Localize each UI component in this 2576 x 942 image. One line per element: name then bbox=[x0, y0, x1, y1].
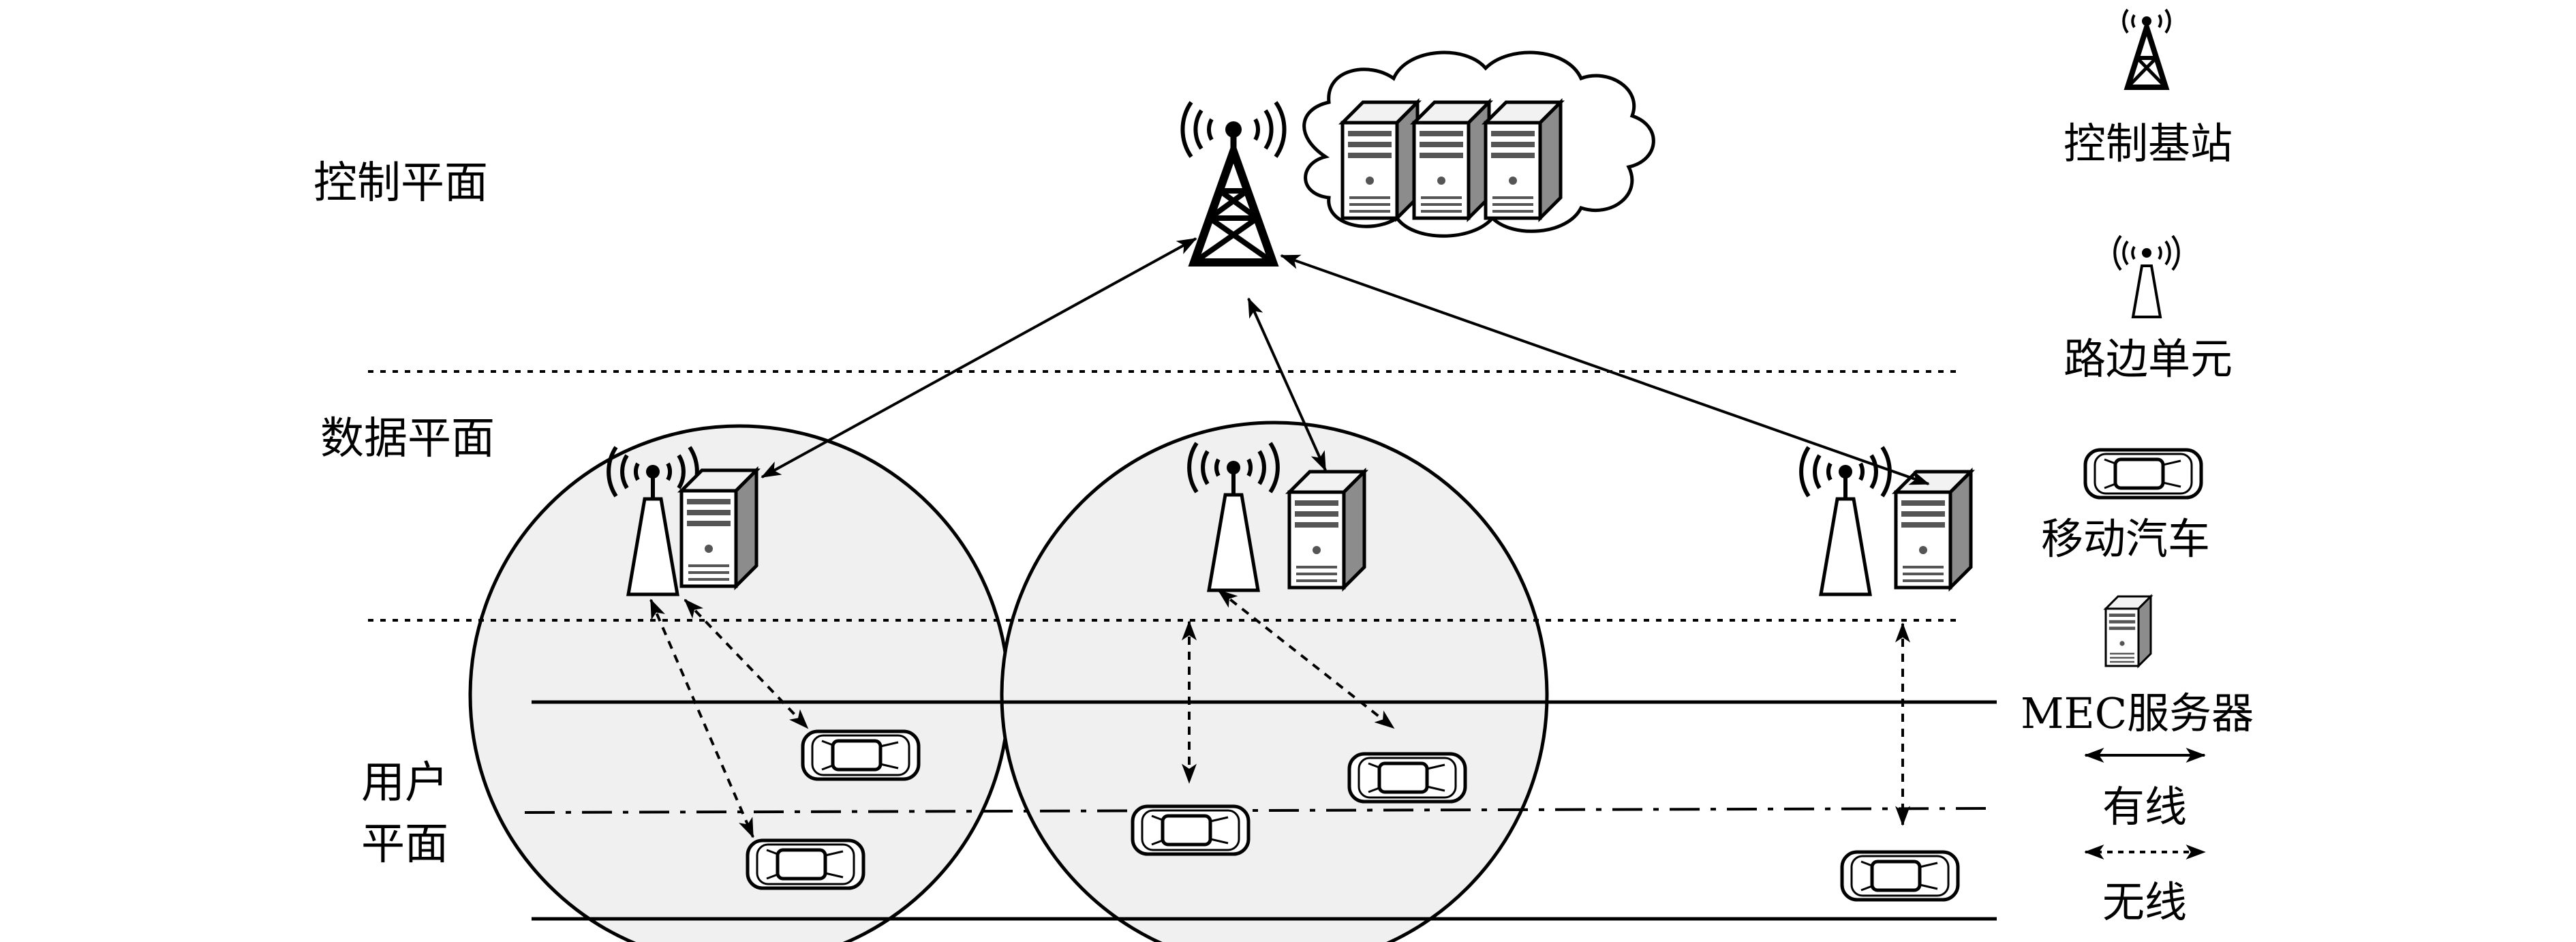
car-4 bbox=[1133, 806, 1248, 854]
mec-server-center bbox=[1289, 472, 1364, 588]
car-icon bbox=[2085, 450, 2201, 498]
wireless-link-3 bbox=[1217, 589, 1395, 729]
tower-icon bbox=[2122, 8, 2171, 90]
user-plane-label-line2: 平面 bbox=[361, 819, 448, 870]
cloud-server-1 bbox=[1343, 102, 1417, 218]
road-center-line bbox=[524, 807, 1997, 814]
mec-server-left bbox=[681, 470, 756, 586]
legend-mec-label: MEC服务器 bbox=[2021, 688, 2254, 738]
cloud-server-3 bbox=[1486, 102, 1561, 218]
rsu-right bbox=[1801, 447, 1890, 594]
legend-wireless-label: 无线 bbox=[2102, 877, 2187, 927]
cloud-server-2 bbox=[1414, 102, 1489, 218]
tower-icon bbox=[1180, 101, 1287, 267]
rsu-icon bbox=[2113, 234, 2180, 318]
car-2 bbox=[748, 840, 863, 888]
legend-control-bs-label: 控制基站 bbox=[2064, 119, 2233, 168]
car-3 bbox=[1349, 754, 1465, 802]
data-plane-label: 数据平面 bbox=[320, 414, 495, 464]
wireless-link-2 bbox=[649, 598, 754, 838]
user-plane-label-line1: 用户 bbox=[361, 758, 448, 808]
mec-server-right bbox=[1896, 472, 1971, 588]
car-5 bbox=[1842, 852, 1958, 900]
wired-link-right bbox=[1280, 254, 1930, 485]
legend-car-label: 移动汽车 bbox=[2041, 514, 2210, 564]
legend: 控制基站 路边单元 移动汽车 MEC服务器 有线 无线 bbox=[2021, 8, 2254, 927]
server-icon bbox=[2104, 595, 2152, 667]
wired-link-left bbox=[761, 237, 1197, 478]
legend-rsu-label: 路边单元 bbox=[2064, 334, 2233, 384]
car-1 bbox=[803, 731, 919, 779]
legend-wired-label: 有线 bbox=[2102, 782, 2187, 832]
coverage-area-center bbox=[1000, 421, 1549, 942]
control-plane-label: 控制平面 bbox=[313, 158, 488, 209]
